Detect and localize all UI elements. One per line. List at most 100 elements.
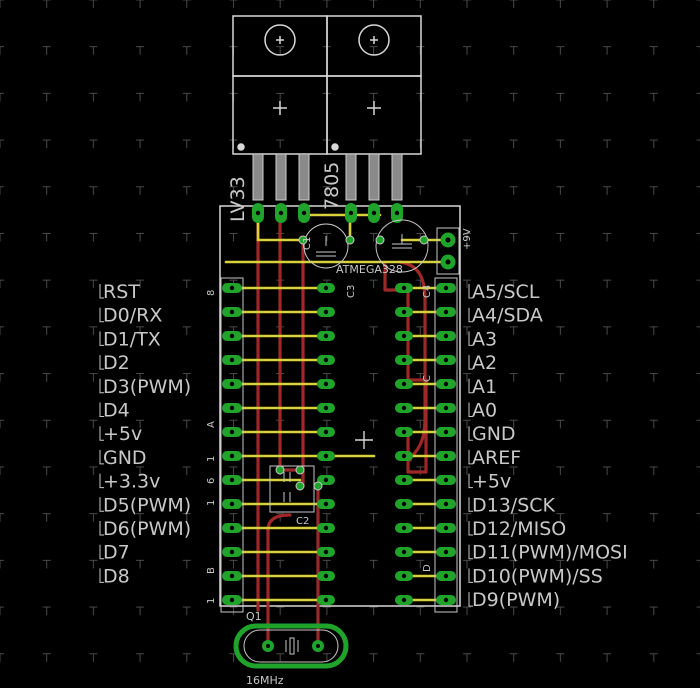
pad-hole — [229, 477, 235, 483]
board-outline — [219, 205, 461, 607]
cap-c1-label: C1 — [302, 237, 313, 250]
pad-hole — [443, 333, 449, 339]
pin-tick — [468, 307, 473, 323]
pin-label: D13/SCK — [472, 494, 556, 516]
pin-label: A3 — [472, 328, 497, 350]
pad-hole — [323, 573, 329, 579]
pin-label: +5v — [472, 471, 511, 493]
pin-tick — [99, 284, 104, 299]
pin-label: A2 — [472, 352, 497, 374]
pad-hole — [323, 285, 329, 291]
mark-left-a: 8 — [206, 290, 217, 296]
pin-tick — [99, 568, 104, 583]
pin-tick — [468, 331, 473, 346]
pad-hole — [229, 429, 235, 435]
pad-hole — [401, 285, 407, 291]
pad-hole — [443, 357, 449, 363]
right-header-pads[interactable] — [436, 283, 456, 605]
pad-hole — [229, 333, 235, 339]
pin-label: +3.3v — [103, 471, 160, 493]
power-in-label: +9V — [462, 228, 473, 250]
pin-tick — [99, 544, 104, 560]
pin-tick — [99, 331, 104, 346]
capacitor-c2[interactable] — [375, 219, 429, 273]
pad-hole — [401, 333, 407, 339]
pad-hole — [401, 477, 407, 483]
pin-label: D2 — [103, 352, 130, 374]
pad-hole — [323, 357, 329, 363]
pad-hole — [371, 210, 377, 216]
pad-hole — [229, 357, 235, 363]
chip-left-pads[interactable] — [317, 283, 335, 605]
regulator-legs — [252, 153, 403, 201]
pad-hole — [443, 405, 449, 411]
pad-hole — [443, 285, 449, 291]
pad-hole — [401, 429, 407, 435]
reg2-label: 7805 — [321, 162, 343, 210]
pin-label: AREF — [472, 447, 521, 469]
pin-tick — [99, 426, 104, 441]
pad-hole — [443, 525, 449, 531]
pad-hole — [443, 597, 449, 603]
pin-label: D6(PWM) — [103, 518, 191, 540]
pad-hole — [323, 405, 329, 411]
pad-hole — [229, 405, 235, 411]
pin-label: GND — [472, 423, 516, 445]
pin-tick — [99, 497, 104, 512]
right-pin-labels: A5/SCLA4/SDAA3A2A1A0GNDAREF+5vD13/SCKD12… — [468, 281, 628, 611]
pad-hole — [401, 597, 407, 603]
pin-label: D7 — [103, 542, 130, 564]
left-pin-labels: RSTD0/RXD1/TXD2D3(PWM)D4+5vGND+3.3vD5(PW… — [99, 281, 191, 587]
capacitor-c1[interactable] — [298, 223, 355, 269]
pad-hole — [229, 525, 235, 531]
mark-left-d: 6 — [206, 478, 217, 484]
pad-hole — [443, 477, 449, 483]
pin-label: A5/SCL — [472, 281, 540, 303]
pin-tick — [99, 355, 104, 370]
mark-right-a: C — [422, 375, 433, 382]
pad-hole — [443, 453, 449, 459]
pad-hole — [401, 453, 407, 459]
pin-tick — [99, 402, 104, 417]
pin-label: D12/MISO — [472, 518, 566, 540]
pin-tick — [99, 473, 104, 489]
mark-right-b: D — [422, 564, 433, 572]
pad-hole — [401, 309, 407, 315]
regulator-pads[interactable] — [252, 203, 403, 223]
cap-c3-label: C3 — [346, 285, 357, 298]
pad-hole — [401, 357, 407, 363]
pad-hole — [229, 285, 235, 291]
pad-hole — [229, 549, 235, 555]
power-input-connector[interactable] — [436, 227, 460, 275]
pin-label: D1/TX — [103, 328, 161, 350]
pad-hole — [323, 525, 329, 531]
pad-hole — [401, 501, 407, 507]
pin-tick — [99, 307, 104, 323]
pin-tick — [468, 497, 473, 512]
pin-label: GND — [103, 447, 147, 469]
chip-right-pads[interactable] — [395, 283, 413, 605]
pad-hole — [443, 573, 449, 579]
pad-hole — [443, 429, 449, 435]
mark-left-f: B — [206, 567, 217, 574]
pad-hole — [323, 597, 329, 603]
crystal-q1[interactable] — [233, 623, 349, 669]
pin-tick — [468, 426, 473, 441]
pin-tick — [99, 449, 104, 465]
reg1-label: LV33 — [227, 176, 249, 222]
pin-tick — [468, 449, 473, 465]
pad-hole — [348, 210, 354, 216]
pad-hole — [229, 501, 235, 507]
pin-label: D5(PWM) — [103, 494, 191, 516]
pad-hole — [323, 381, 329, 387]
pad-hole — [394, 210, 400, 216]
crystal-caps[interactable] — [269, 465, 323, 513]
cap-c4-label: C4 — [422, 285, 433, 298]
pad-hole — [229, 453, 235, 459]
header-outlines — [220, 277, 458, 613]
mark-left-g: 1 — [206, 598, 217, 604]
chip-center-marker — [355, 431, 373, 449]
pad-hole — [229, 309, 235, 315]
left-header-pads[interactable] — [222, 283, 242, 605]
